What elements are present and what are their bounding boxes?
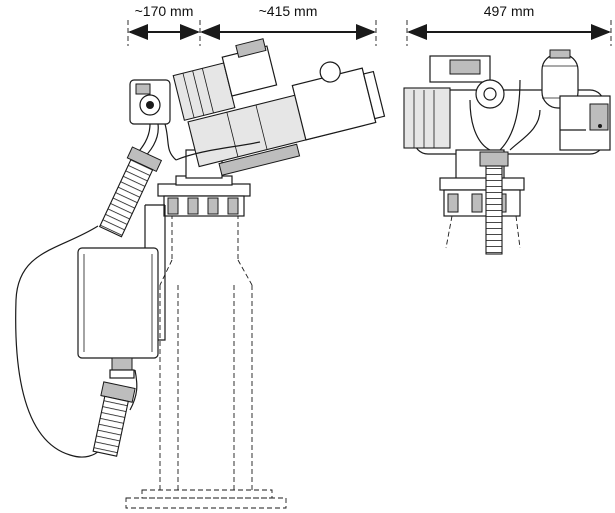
dimension-group-left: ~170 mm ~415 mm [127,3,377,46]
front-cables [469,79,586,151]
drive-motor [172,38,278,121]
dimension-label-base-offset: ~170 mm [135,3,194,19]
junction-box [77,204,166,379]
front-side-box [559,95,611,151]
lower-hose [92,381,136,457]
flange-bolt [167,197,239,215]
dimension-label-width: 497 mm [484,3,535,19]
pedestal-column [125,214,287,509]
front-hose [479,151,509,255]
position-sensor [129,79,171,125]
front-flange [439,177,525,217]
front-view [403,49,611,255]
loop-cable [15,225,101,458]
dimension-label-reach: ~415 mm [259,3,318,19]
front-right-motor [541,49,579,109]
dimension-group-right: 497 mm [406,3,612,46]
monitor-barrel [187,61,386,176]
upper-hose [98,146,163,238]
front-pedestal [445,215,521,249]
front-drive-motor [429,55,505,109]
side-view [15,38,386,509]
